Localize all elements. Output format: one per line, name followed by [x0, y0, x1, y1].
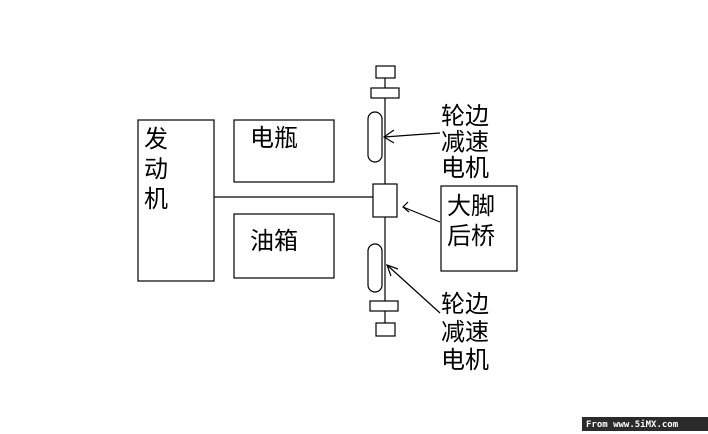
rear-axle-label-1: 大脚: [447, 192, 495, 220]
arrow-top-motor: [382, 129, 441, 144]
top-motor-label-3: 电机: [441, 154, 489, 182]
bottom-motor-label-1: 轮边: [441, 290, 489, 318]
bottom-wheel-flange: [369, 300, 399, 312]
top-wheel-hub: [375, 65, 396, 79]
top-motor-label-2: 减速: [441, 128, 489, 156]
differential-box: [372, 183, 398, 218]
watermark: From www.5iMX.com: [582, 417, 708, 431]
engine-label-1: 发: [144, 125, 168, 153]
arrow-differential: [402, 201, 441, 223]
fuel-tank-label: 油箱: [250, 227, 298, 255]
fuel-tank-box: [233, 213, 335, 279]
bottom-wheel-motor: [367, 243, 383, 293]
rear-axle-label-2: 后桥: [447, 222, 495, 250]
top-motor-label-1: 轮边: [441, 102, 489, 130]
bottom-wheel-hub: [375, 322, 396, 337]
watermark-text: From www.5iMX.com: [586, 419, 679, 430]
engine-label-2: 动: [144, 155, 168, 183]
arrow-bottom-motor: [385, 263, 441, 314]
engine-label-3: 机: [144, 185, 168, 213]
bottom-motor-label-2: 减速: [441, 318, 489, 346]
battery-box: [233, 119, 335, 183]
top-wheel-flange: [370, 87, 400, 99]
rear-axle-box: [440, 185, 518, 272]
battery-label: 电瓶: [250, 124, 298, 152]
bottom-motor-label-3: 电机: [441, 346, 489, 374]
top-wheel-motor: [367, 111, 383, 163]
engine-box: [137, 119, 215, 282]
